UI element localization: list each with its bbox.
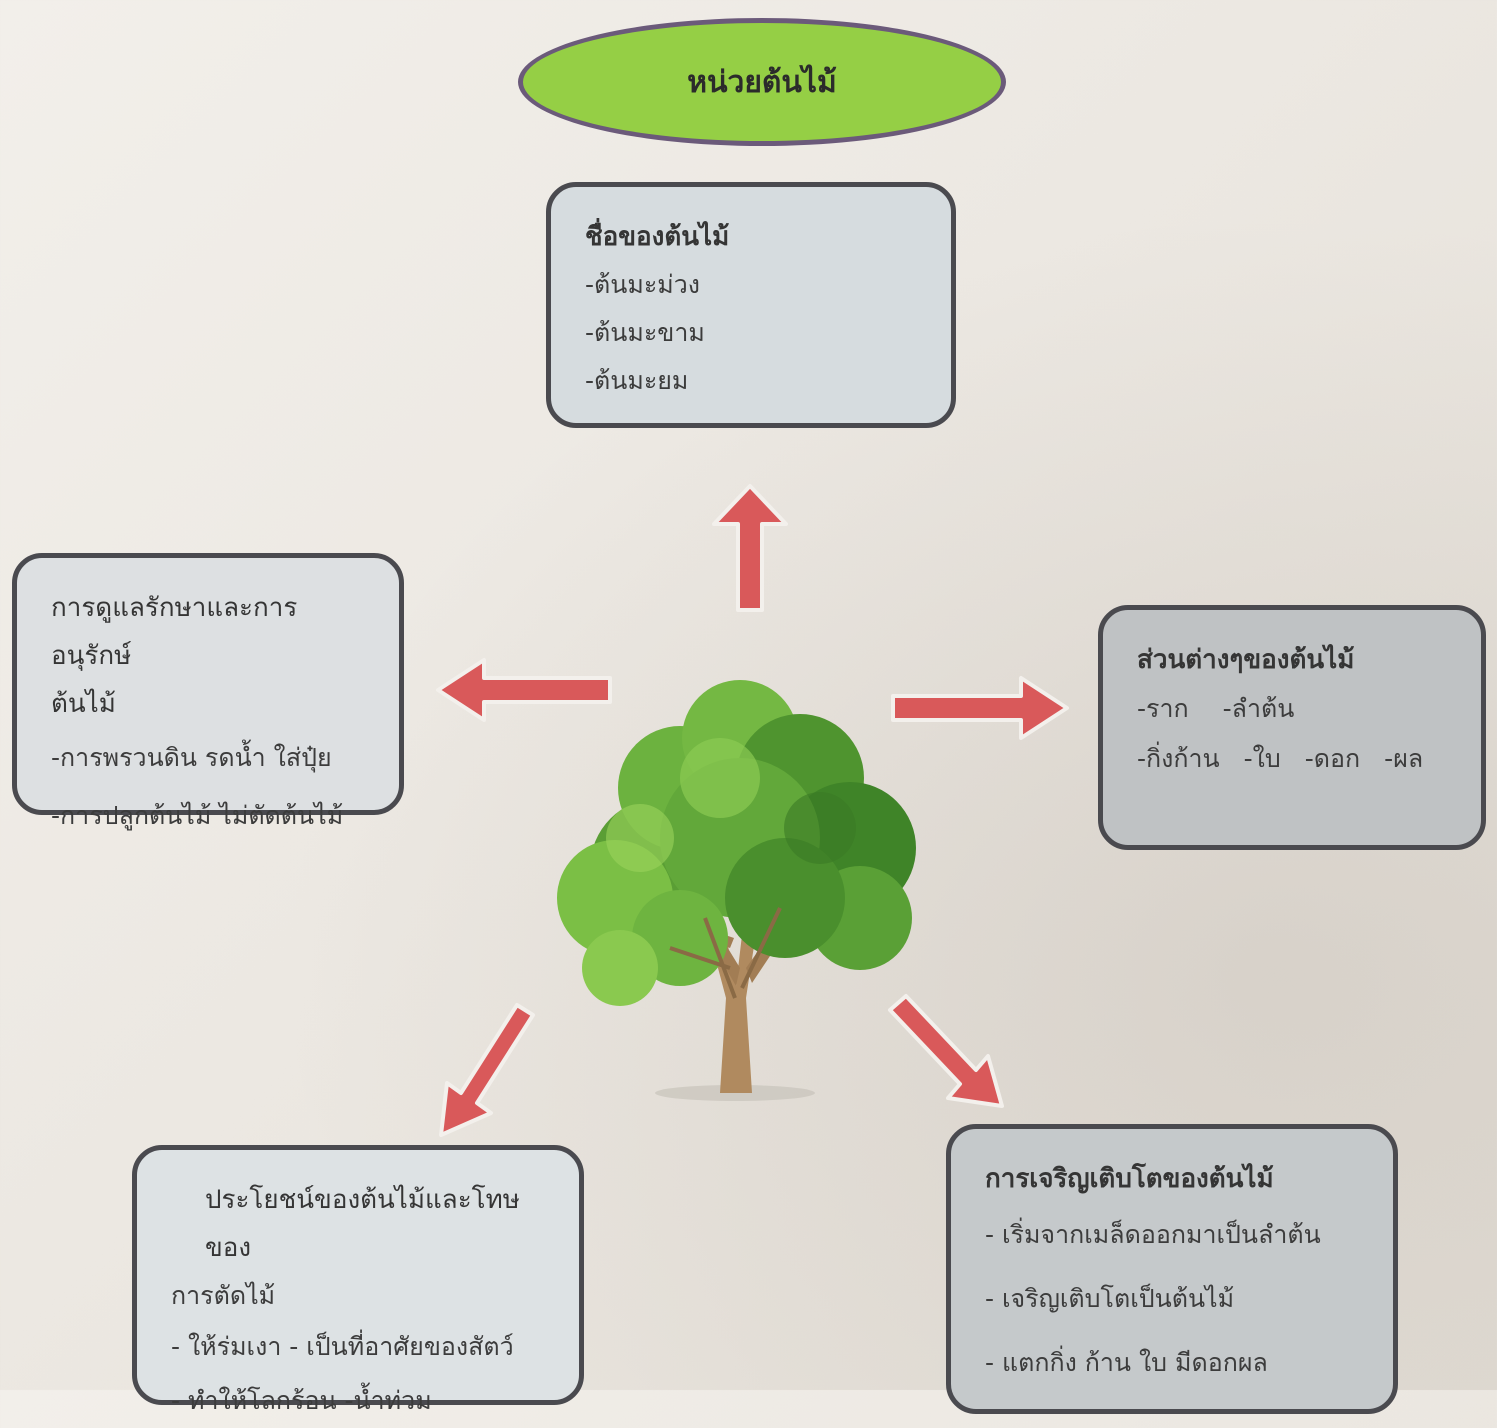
- title-oval: หน่วยต้นไม้: [518, 18, 1006, 146]
- tree-name-item: -ต้นมะยม: [585, 366, 689, 395]
- tree-benefits-heading-line2: การตัดไม้: [171, 1281, 276, 1310]
- arrow-left-icon: [436, 658, 612, 722]
- arrow-up-icon: [712, 484, 788, 612]
- tree-name-item: -ต้นมะขาม: [585, 318, 705, 347]
- tree-benefits-box: ประโยชน์ของต้นไม้และโทษของ การตัดไม้ - ใ…: [132, 1145, 584, 1415]
- tree-care-item: -การพรวนดิน รดน้ำ ใส่ปุ๋ย: [51, 743, 332, 772]
- tree-part-item: -ใบ: [1243, 744, 1281, 773]
- tree-care-item: -การปลูกต้นไม้ ไม่ตัดต้นไม้: [51, 801, 344, 830]
- tree-part-item: -ดอก: [1304, 744, 1361, 773]
- tree-parts-row-1: -ราก -ลำต้น: [1137, 684, 1447, 734]
- diagram-title: หน่วยต้นไม้: [687, 64, 837, 100]
- tree-part-item: -ราก: [1137, 694, 1189, 723]
- tree-benefits-heading-line1: ประโยชน์ของต้นไม้และโทษของ: [205, 1185, 520, 1263]
- tree-names-heading: ชื่อของต้นไม้: [585, 222, 730, 252]
- tree-growth-item: - แตกกิ่ง ก้าน ใบ มีดอกผล: [985, 1348, 1268, 1377]
- tree-growth-item: - เจริญเติบโตเป็นต้นไม้: [985, 1284, 1235, 1313]
- arrow-right-icon: [891, 676, 1069, 740]
- tree-parts-heading: ส่วนต่างๆของต้นไม้: [1137, 645, 1355, 675]
- tree-care-heading-line1: การดูแลรักษาและการอนุรักษ์: [51, 593, 298, 671]
- tree-part-item: -กิ่งก้าน: [1137, 744, 1220, 773]
- arrow-down-right-icon: [888, 994, 1004, 1108]
- arrow-down-left-icon: [439, 1003, 535, 1137]
- tree-benefit-item: - ทำให้โลกร้อน -น้ำท่วม: [171, 1386, 432, 1415]
- tree-care-heading-line2: ต้นไม้: [51, 689, 116, 719]
- tree-part-item: -ลำต้น: [1222, 694, 1295, 723]
- tree-parts-row-2: -กิ่งก้าน -ใบ -ดอก -ผล: [1137, 734, 1447, 784]
- tree-care-box: การดูแลรักษาและการอนุรักษ์ ต้นไม้ -การพร…: [12, 553, 404, 830]
- tree-benefit-item: - ให้ร่มเงา - เป็นที่อาศัยของสัตว์: [171, 1332, 514, 1361]
- tree-illustration: [557, 680, 916, 1101]
- tree-parts-box: ส่วนต่างๆของต้นไม้ -ราก -ลำต้น -กิ่งก้าน…: [1098, 605, 1486, 850]
- tree-name-item: -ต้นมะม่วง: [585, 270, 700, 299]
- tree-names-box: ชื่อของต้นไม้ -ต้นมะม่วง -ต้นมะขาม -ต้นม…: [546, 182, 956, 428]
- tree-growth-box: การเจริญเติบโตของต้นไม้ - เริ่มจากเมล็ดอ…: [946, 1124, 1398, 1414]
- tree-growth-heading: การเจริญเติบโตของต้นไม้: [985, 1164, 1274, 1194]
- tree-growth-item: - เริ่มจากเมล็ดออกมาเป็นลำต้น: [985, 1220, 1321, 1249]
- tree-part-item: -ผล: [1384, 744, 1424, 773]
